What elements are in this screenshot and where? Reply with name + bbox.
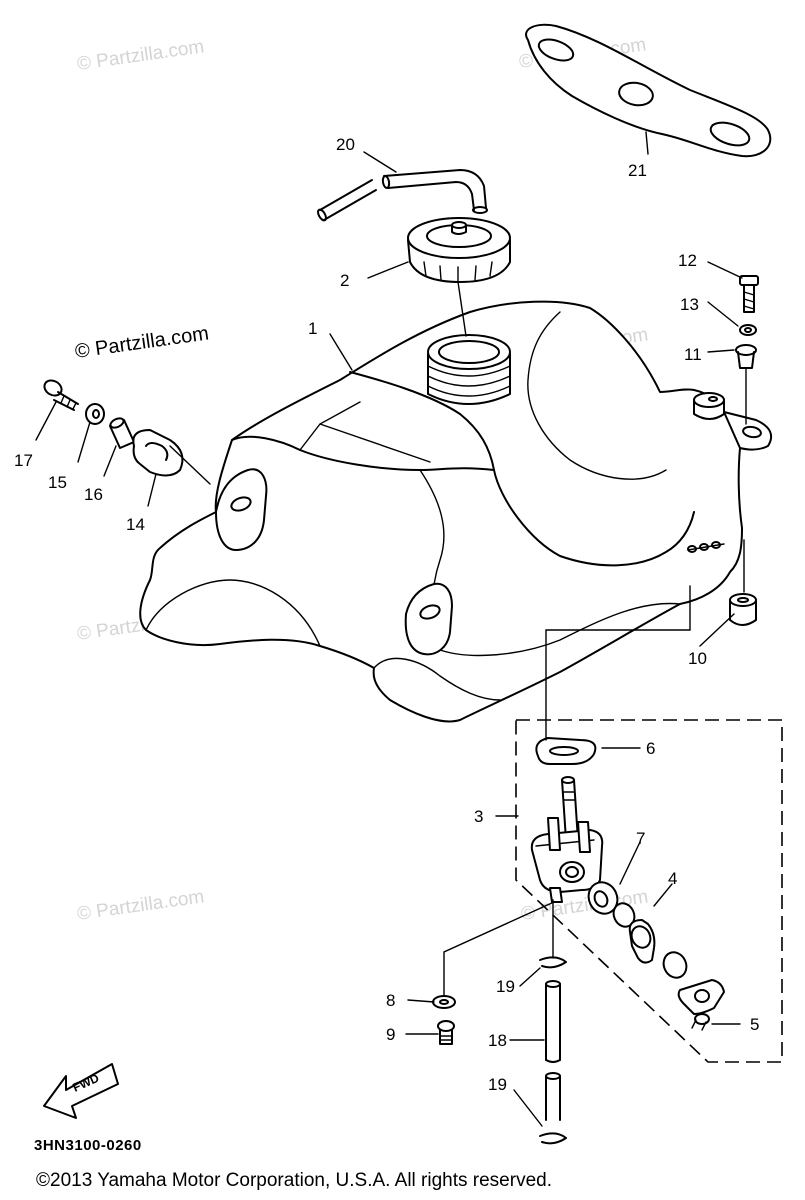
- callout-14: 14: [126, 515, 145, 534]
- watermark-dark: © Partzilla.com: [74, 322, 211, 363]
- callout-7: 7: [636, 829, 645, 848]
- fuel-tank-part: [139, 300, 772, 723]
- callout-20: 20: [336, 135, 355, 154]
- callout-5: 5: [750, 1015, 759, 1034]
- damper-part: [729, 593, 757, 626]
- bracket-plate-part: [525, 23, 772, 158]
- callout-8: 8: [386, 991, 395, 1010]
- callout-4: 4: [668, 869, 677, 888]
- gasket-part: [535, 737, 597, 765]
- callout-13: 13: [680, 295, 699, 314]
- callout-9: 9: [386, 1025, 395, 1044]
- callout-16: 16: [84, 485, 103, 504]
- callout-18: 18: [488, 1031, 507, 1050]
- callout-12: 12: [678, 251, 697, 270]
- fuel-cock-part: [530, 776, 604, 903]
- callout-6: 6: [646, 739, 655, 758]
- callout-19-upper: 19: [496, 977, 515, 996]
- fuel-cock-internals: [587, 881, 725, 1031]
- callout-1: 1: [308, 319, 317, 338]
- callout-2: 2: [340, 271, 349, 290]
- callout-15: 15: [48, 473, 67, 492]
- callout-19-lower: 19: [488, 1075, 507, 1094]
- callout-10: 10: [688, 649, 707, 668]
- callout-layer: 20 21 2 1 12 13 11 17 15 16 14 10 6 3 7 …: [14, 135, 759, 1094]
- callout-11: 11: [684, 345, 702, 364]
- diagram-code: 3HN3100-0260: [34, 1137, 142, 1154]
- fuel-cock-assembly-outline: [515, 719, 783, 1063]
- fwd-arrow-icon: FWD: [43, 1063, 119, 1119]
- callout-3: 3: [474, 807, 483, 826]
- watermark: © Partzilla.com: [76, 36, 206, 75]
- callout-17: 17: [14, 451, 33, 470]
- leader-lines: [35, 131, 747, 1127]
- copyright-notice: ©2013 Yamaha Motor Corporation, U.S.A. A…: [36, 1170, 552, 1191]
- breather-hose-part: [317, 169, 488, 222]
- watermark: © Partzilla.com: [76, 886, 206, 925]
- right-mount-hardware: [735, 275, 759, 369]
- callout-21: 21: [628, 161, 647, 180]
- left-mount-hardware: [43, 379, 184, 477]
- fuel-cap-part: [407, 217, 511, 283]
